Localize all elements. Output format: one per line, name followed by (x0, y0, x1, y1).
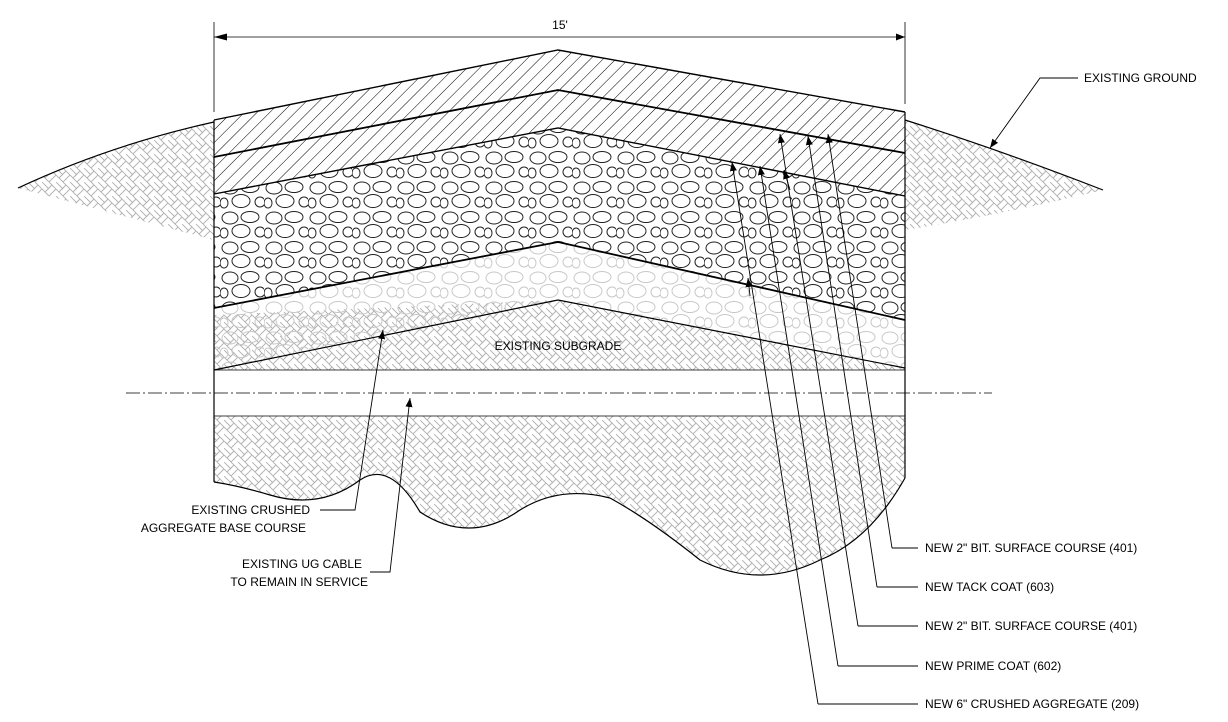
width-dimension: 15' (213, 18, 906, 112)
label-surface-course-top: NEW 2" BIT. SURFACE COURSE (401) (925, 541, 1137, 555)
cable-band (214, 370, 905, 416)
label-tack-coat: NEW TACK COAT (603) (925, 580, 1054, 594)
label-existing-crushed-line1: EXISTING CRUSHED (191, 503, 310, 517)
label-existing-ground: EXISTING GROUND (1084, 71, 1197, 85)
label-existing-cable-line1: EXISTING UG CABLE (242, 557, 362, 571)
label-crushed-aggregate: NEW 6" CRUSHED AGGREGATE (209) (925, 697, 1139, 711)
surface-course-layers (214, 50, 905, 196)
label-existing-subgrade: EXISTING SUBGRADE (495, 339, 622, 353)
label-prime-coat: NEW PRIME COAT (602) (925, 659, 1061, 673)
label-existing-cable-line2: TO REMAIN IN SERVICE (230, 575, 368, 589)
width-dimension-label: 15' (552, 18, 568, 32)
label-existing-crushed-line2: AGGREGATE BASE COURSE (141, 521, 306, 535)
leader-lines (320, 77, 1078, 705)
label-surface-course-bottom: NEW 2" BIT. SURFACE COURSE (401) (925, 619, 1137, 633)
existing-base-region (214, 242, 905, 370)
existing-ground-left (18, 122, 214, 240)
existing-ground-left-line (17, 121, 215, 189)
existing-ground-right (905, 120, 1103, 230)
existing-ground-right-line (904, 119, 1104, 191)
crushed-aggregate-layer (214, 128, 905, 320)
section-outlines (213, 49, 906, 576)
lower-subgrade (214, 416, 905, 575)
